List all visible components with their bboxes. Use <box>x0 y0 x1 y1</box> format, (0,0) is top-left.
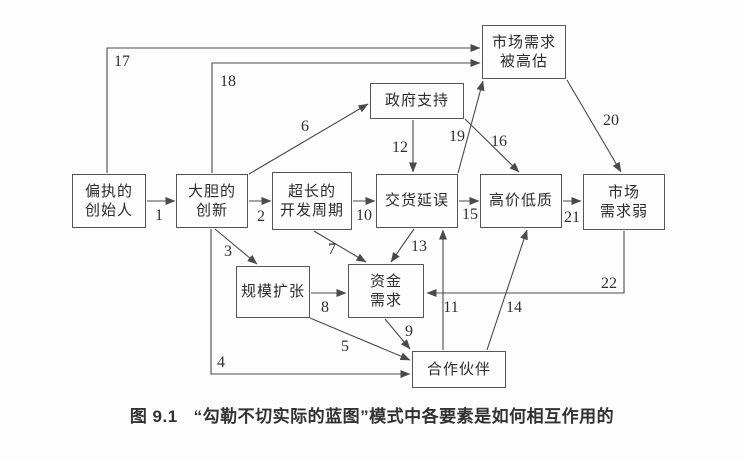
edge-19-number: 19 <box>449 128 465 145</box>
edge-18-line <box>211 59 481 173</box>
edge-3-number: 3 <box>224 243 232 260</box>
node-demand-overestimated-label: 市场需求 被高估 <box>491 32 556 70</box>
node-scale-expansion-label: 规模扩张 <box>240 282 305 301</box>
edge-9-line <box>384 318 411 350</box>
edge-5-number: 5 <box>341 338 349 355</box>
node-long-dev-cycle-label: 超长的 开发周期 <box>279 181 344 219</box>
edge-19-line <box>457 80 485 174</box>
edge-17-line <box>106 44 481 173</box>
edge-2-number: 2 <box>257 208 265 225</box>
edge-17-number: 17 <box>114 53 130 70</box>
edge-1-number: 1 <box>155 207 163 224</box>
edge-13-line <box>390 228 415 263</box>
node-paranoid-founder: 偏执的 创始人 <box>72 174 146 228</box>
node-high-price-low-quality-label: 高价低质 <box>488 191 553 210</box>
edge-5-line <box>309 317 411 361</box>
edge-lines <box>106 44 625 378</box>
figure-title: “勾勒不切实际的蓝图”模式中各要素是如何相互作用的 <box>193 407 615 426</box>
node-government-support-label: 政府支持 <box>384 91 449 110</box>
edge-6-number: 6 <box>301 118 309 135</box>
edge-16-number: 16 <box>491 133 507 150</box>
edge-numbers: 1 2 3 4 5 6 7 8 9 10 11 12 13 14 15 16 1… <box>114 53 619 371</box>
node-bold-innovation-label: 大胆的 创新 <box>187 181 236 219</box>
edge-7-number: 7 <box>328 241 336 258</box>
edge-8-number: 8 <box>321 299 329 316</box>
edge-6-line <box>248 103 369 175</box>
edge-20-number: 20 <box>603 112 619 129</box>
node-capital-needs-label: 资金 需求 <box>369 271 402 309</box>
edge-22-number: 22 <box>601 275 617 292</box>
edge-7-line <box>313 230 367 263</box>
node-scale-expansion: 规模扩张 <box>236 266 310 318</box>
edge-9-number: 9 <box>405 323 413 340</box>
node-high-price-low-quality: 高价低质 <box>480 174 562 228</box>
edge-20-line <box>566 79 622 173</box>
edge-18-number: 18 <box>220 73 236 90</box>
node-demand-overestimated: 市场需求 被高估 <box>482 25 566 79</box>
node-long-dev-cycle: 超长的 开发周期 <box>272 172 352 230</box>
edge-14-line <box>486 229 528 351</box>
edge-21-number: 21 <box>564 209 580 226</box>
node-weak-market-demand-label: 市场 需求弱 <box>599 182 648 220</box>
node-paranoid-founder-label: 偏执的 创始人 <box>84 181 133 219</box>
edge-10-number: 10 <box>356 207 372 224</box>
node-weak-market-demand: 市场 需求弱 <box>583 174 665 230</box>
figure-number: 图 9.1 <box>129 407 178 426</box>
node-government-support: 政府支持 <box>370 83 464 119</box>
node-partners-label: 合作伙伴 <box>426 359 491 378</box>
edge-3-line <box>214 228 258 265</box>
node-bold-innovation: 大胆的 创新 <box>176 174 248 228</box>
edge-4-line <box>210 229 411 378</box>
edge-15-number: 15 <box>462 206 478 223</box>
node-delivery-delay-label: 交货延误 <box>384 191 449 210</box>
edge-14-number: 14 <box>506 299 522 316</box>
figure-caption: 图 9.1 “勾勒不切实际的蓝图”模式中各要素是如何相互作用的 <box>0 402 744 427</box>
edge-12-number: 12 <box>392 139 408 156</box>
node-delivery-delay: 交货延误 <box>376 174 458 228</box>
node-partners: 合作伙伴 <box>412 351 506 388</box>
node-capital-needs: 资金 需求 <box>348 264 424 318</box>
edge-11-number: 11 <box>443 299 458 316</box>
edge-22-line <box>426 231 625 297</box>
edge-13-number: 13 <box>411 238 427 255</box>
edge-16-line <box>464 118 520 173</box>
edge-4-number: 4 <box>217 354 225 371</box>
